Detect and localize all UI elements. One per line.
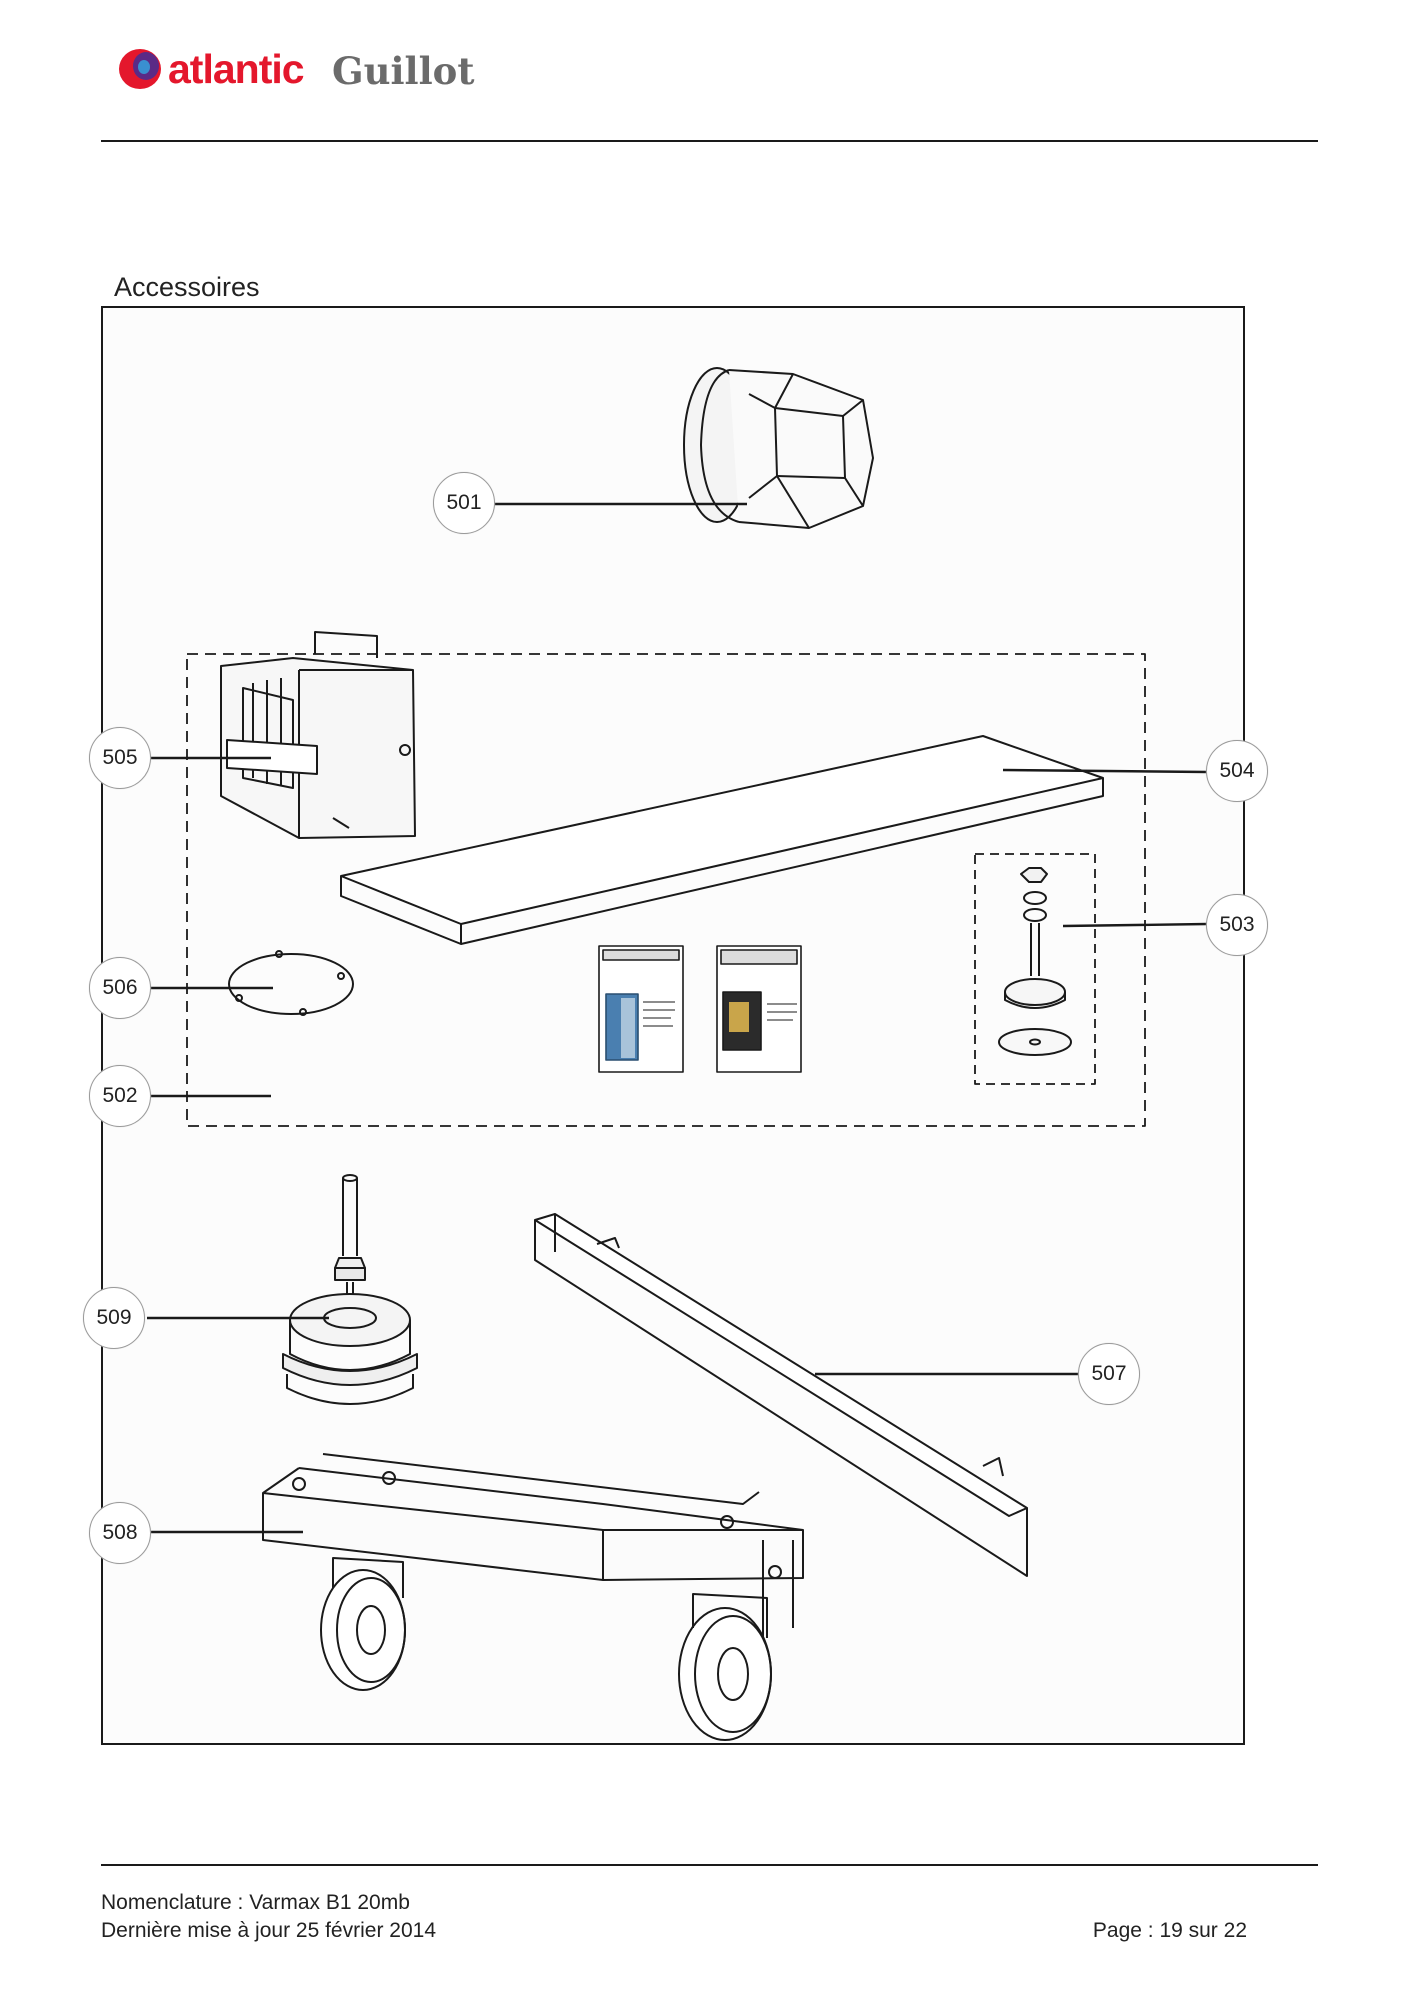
part-503-foot-kit bbox=[974, 853, 1096, 1085]
callout-506: 506 bbox=[89, 957, 151, 1019]
atlantic-logo-mark-icon bbox=[119, 49, 161, 89]
callout-505: 505 bbox=[89, 727, 151, 789]
part-505-bracket bbox=[220, 631, 416, 839]
callout-507: 507 bbox=[1078, 1343, 1140, 1405]
footer-last-updated: Dernière mise à jour 25 février 2014 bbox=[101, 1919, 436, 1942]
part-502-kit-outline bbox=[186, 653, 1146, 1127]
callout-502: 502 bbox=[89, 1065, 151, 1127]
part-504-board bbox=[340, 735, 1104, 945]
accessories-diagram: 501 505 504 503 506 502 509 507 508 bbox=[83, 306, 1268, 1745]
part-509-antivibration-foot bbox=[282, 1174, 418, 1405]
part-508-wheeled-base bbox=[262, 1453, 804, 1741]
part-506-gasket bbox=[228, 950, 354, 1016]
logo-atlantic-text: atlantic bbox=[168, 46, 305, 92]
manual-2 bbox=[716, 945, 802, 1073]
part-501-cap bbox=[683, 367, 874, 529]
callout-504: 504 bbox=[1206, 740, 1268, 802]
part-507-rail bbox=[534, 1213, 1028, 1577]
logo-guillot-text: Guillot bbox=[332, 49, 475, 93]
brand-logo: atlantic Guillot bbox=[118, 42, 498, 98]
callout-501: 501 bbox=[433, 472, 495, 534]
accessories-drawing bbox=[147, 367, 1208, 1741]
manual-1 bbox=[598, 945, 684, 1073]
callout-509: 509 bbox=[83, 1287, 145, 1349]
leader-lines bbox=[147, 502, 1208, 1534]
callout-508: 508 bbox=[89, 1502, 151, 1564]
footer-nomenclature: Nomenclature : Varmax B1 20mb bbox=[101, 1891, 410, 1914]
footer-divider bbox=[101, 1864, 1318, 1866]
section-title: Accessoires bbox=[114, 272, 260, 302]
callout-503: 503 bbox=[1206, 894, 1268, 956]
header-divider bbox=[101, 140, 1318, 142]
footer-page-number: Page : 19 sur 22 bbox=[1092, 1919, 1247, 1942]
